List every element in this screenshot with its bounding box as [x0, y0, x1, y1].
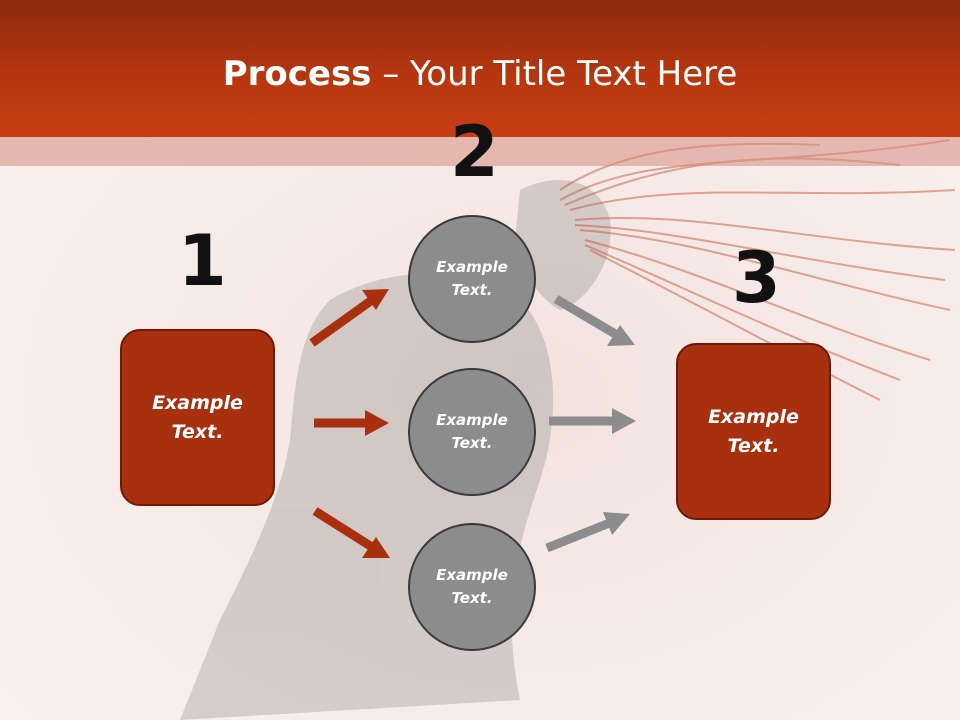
left-box-text: Example Text. [152, 391, 243, 443]
circle-top-text: Example Text. [436, 258, 508, 299]
arrow-left-to-bottom [312, 507, 390, 558]
step-number-2: 2 [450, 111, 499, 193]
arrow-middle-to-right [549, 408, 636, 434]
step-number-3: 3 [732, 237, 781, 319]
arrow-left-to-top [309, 289, 389, 347]
arrow-top-to-right [553, 295, 635, 346]
slide-title: Process – Your Title Text Here [0, 52, 960, 96]
header-accent-band [0, 137, 960, 166]
left-process-box[interactable]: Example Text. [120, 329, 275, 506]
arrow-bottom-to-right [545, 512, 630, 553]
process-circle-top[interactable]: Example Text. [408, 215, 536, 343]
process-circle-bottom[interactable]: Example Text. [408, 523, 536, 651]
header-bar [0, 0, 960, 137]
right-box-text: Example Text. [708, 405, 799, 457]
step-number-1: 1 [178, 220, 227, 302]
circle-middle-text: Example Text. [436, 411, 508, 452]
title-bold-part: Process [222, 54, 372, 94]
arrow-left-to-middle [314, 410, 389, 436]
right-process-box[interactable]: Example Text. [676, 343, 831, 520]
process-circle-middle[interactable]: Example Text. [408, 368, 536, 496]
circle-bottom-text: Example Text. [436, 566, 508, 607]
title-rest-part: – Your Title Text Here [371, 54, 738, 94]
